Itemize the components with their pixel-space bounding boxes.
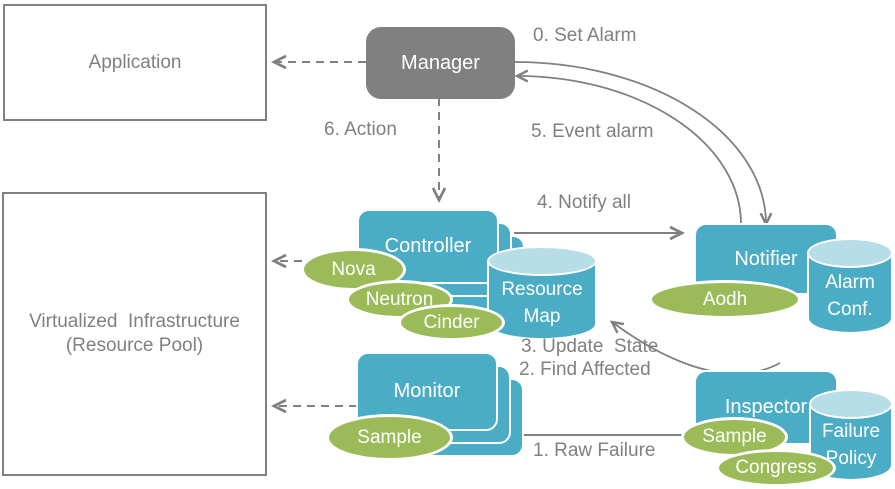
- label-set-alarm: 0. Set Alarm: [533, 25, 637, 46]
- resource-map-cylinder-top: [487, 246, 597, 276]
- virtualized-infrastructure-line2: (Resource Pool): [65, 335, 204, 356]
- failure-policy-cylinder: Failure Policy: [809, 389, 893, 481]
- application-box: Application: [3, 4, 267, 121]
- cinder-ellipse: Cinder: [398, 304, 505, 341]
- label-find-affected: 2. Find Affected: [519, 359, 651, 380]
- label-event-alarm: 5. Event alarm: [531, 121, 654, 142]
- resource-map-cylinder: Resource Map: [487, 246, 597, 340]
- failure-policy-label-line1: Failure: [821, 421, 881, 442]
- alarm-conf-label-line2: Conf.: [827, 299, 873, 320]
- label-action: 6. Action: [324, 119, 397, 140]
- monitor-sample-ellipse: Sample: [326, 414, 453, 461]
- resource-map-label-line1: Resource: [501, 279, 583, 300]
- arc-set-alarm-manager-to-notifier: [514, 61, 773, 227]
- virtualized-infrastructure-line1: Virtualized Infrastructure: [29, 311, 240, 332]
- aodh-ellipse: Aodh: [649, 280, 801, 319]
- alarm-conf-cylinder-top: [807, 238, 893, 268]
- label-notify-all: 4. Notify all: [537, 192, 631, 213]
- arc-event-alarm-notifier-to-manager: [514, 69, 742, 225]
- label-raw-failure: 1. Raw Failure: [533, 440, 656, 461]
- congress-ellipse: Congress: [716, 449, 836, 487]
- alarm-conf-label-line1: Alarm: [825, 272, 875, 293]
- nova-ellipse: Nova: [301, 248, 406, 291]
- application-label: Application: [88, 51, 182, 73]
- failure-policy-label-line2: Policy: [825, 448, 877, 469]
- resource-map-label-line2: Map: [523, 306, 561, 327]
- label-update-state: 3. Update State: [521, 336, 659, 357]
- failure-policy-cylinder-top: [809, 389, 893, 419]
- manager-box: Manager: [366, 27, 515, 99]
- alarm-conf-cylinder: Alarm Conf.: [807, 238, 893, 334]
- virtualized-infrastructure-box: Virtualized Infrastructure (Resource Poo…: [2, 192, 267, 476]
